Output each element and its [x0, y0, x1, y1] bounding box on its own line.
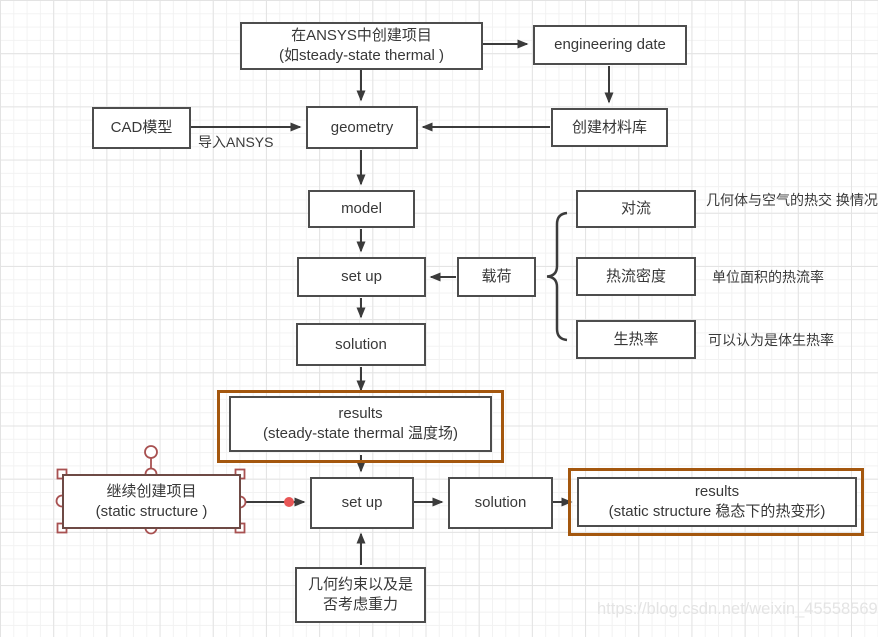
- node-label: 几何约束以及是: [307, 576, 413, 593]
- node-solution1[interactable]: solution: [296, 323, 426, 366]
- note-line: 几何体与空气的热交: [706, 192, 832, 208]
- node-label: 创建材料库: [571, 118, 647, 136]
- node-label: (如steady-state thermal ): [278, 47, 445, 64]
- node-label: solution: [474, 494, 527, 511]
- node-setup2[interactable]: set up: [310, 477, 414, 529]
- node-results1[interactable]: results (steady-state thermal 温度场): [229, 396, 492, 452]
- node-geometry[interactable]: geometry: [306, 106, 418, 149]
- node-heat-gen[interactable]: 生热率: [576, 320, 696, 359]
- node-label: 生热率: [613, 330, 659, 348]
- node-label: model: [341, 200, 382, 217]
- node-label: solution: [335, 335, 387, 353]
- connector-waypoint-dot[interactable]: [284, 497, 294, 507]
- node-label: (steady-state thermal 温度场): [262, 425, 459, 442]
- curly-brace[interactable]: [546, 211, 568, 342]
- node-label: (static structure 稳态下的热变形): [608, 503, 826, 520]
- watermark-url: https://blog.csdn.net/weixin_45558569: [597, 600, 878, 618]
- node-continue-project[interactable]: 继续创建项目 (static structure ): [62, 474, 241, 529]
- node-label: set up: [341, 268, 382, 285]
- node-label: results: [338, 405, 383, 422]
- node-create-project[interactable]: 在ANSYS中创建项目 (如steady-state thermal ): [240, 22, 483, 70]
- node-label: 继续创建项目: [106, 482, 197, 500]
- node-results2-highlight[interactable]: results (static structure 稳态下的热变形): [568, 468, 864, 536]
- note-heat-flux[interactable]: 单位面积的热流率: [712, 269, 824, 285]
- node-results2[interactable]: results (static structure 稳态下的热变形): [577, 477, 857, 527]
- node-model[interactable]: model: [308, 190, 415, 228]
- note-convection[interactable]: 几何体与空气的热交 换情况即散热情况: [706, 191, 878, 210]
- node-label: 对流: [620, 200, 651, 217]
- edge-label-import-ansys[interactable]: 导入ANSYS: [198, 134, 274, 150]
- node-label: 否考虑重力: [322, 596, 398, 613]
- rotation-handle[interactable]: [144, 445, 158, 459]
- node-engineering-date[interactable]: engineering date: [533, 25, 687, 65]
- node-label: results: [694, 483, 740, 500]
- node-label: 载荷: [481, 268, 512, 285]
- node-label: 热流密度: [605, 267, 666, 285]
- note-heat-gen[interactable]: 可以认为是体生热率: [708, 332, 834, 348]
- node-material-lib[interactable]: 创建材料库: [551, 108, 668, 147]
- node-label: set up: [341, 494, 383, 511]
- node-solution2[interactable]: solution: [448, 477, 553, 529]
- node-results1-highlight[interactable]: results (steady-state thermal 温度场): [217, 390, 504, 463]
- node-load[interactable]: 载荷: [457, 257, 536, 297]
- node-label: CAD模型: [110, 119, 173, 136]
- node-heat-flux[interactable]: 热流密度: [576, 257, 696, 296]
- note-line: 换情况即散热情况: [835, 192, 878, 208]
- node-label: geometry: [330, 118, 394, 136]
- node-label: 在ANSYS中创建项目: [291, 27, 432, 44]
- node-constraints[interactable]: 几何约束以及是 否考虑重力: [295, 567, 426, 623]
- node-cad-model[interactable]: CAD模型: [92, 107, 191, 149]
- node-label: engineering date: [554, 36, 666, 53]
- node-convection[interactable]: 对流: [576, 190, 696, 228]
- node-label: (static structure ): [95, 502, 208, 520]
- node-setup1[interactable]: set up: [297, 257, 426, 297]
